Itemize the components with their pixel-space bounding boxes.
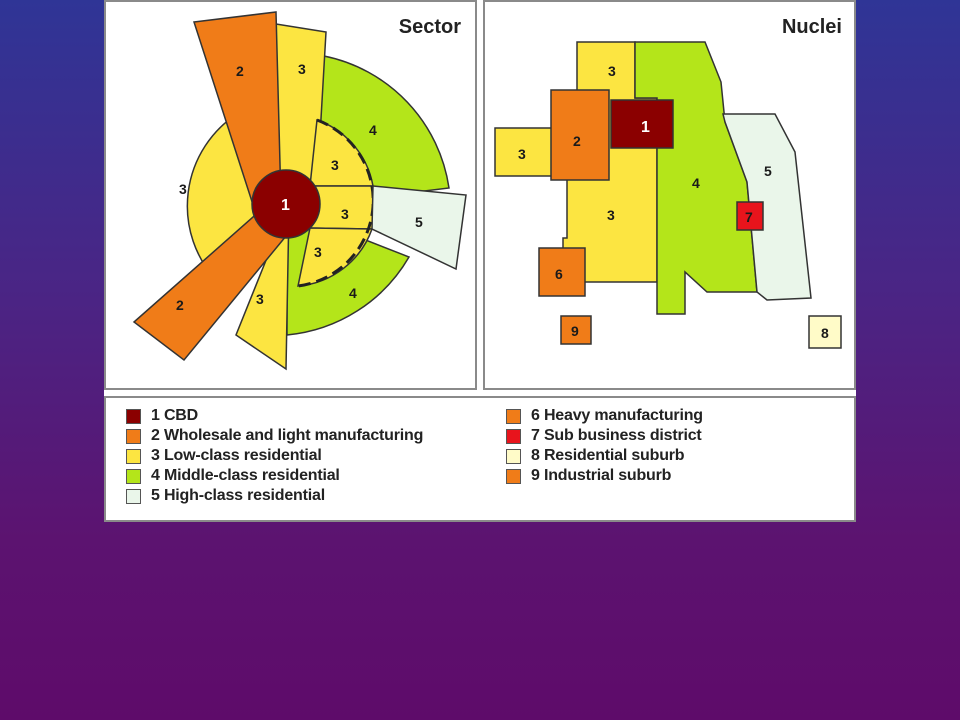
nuclei-label-4: 4 xyxy=(692,175,700,191)
legend-label: 2 Wholesale and light manufacturing xyxy=(151,427,424,444)
nuclei-zone-8-residential-suburb xyxy=(808,315,842,349)
nuclei-zone-1-cbd xyxy=(610,99,674,149)
legend: 1 CBD 2 Wholesale and light manufacturin… xyxy=(104,396,856,522)
legend-swatch xyxy=(126,428,141,444)
legend-label: 6 Heavy manufacturing xyxy=(531,407,703,424)
sector-label-5: 5 xyxy=(415,214,423,230)
legend-swatch xyxy=(506,448,521,464)
sector-label-3-top: 3 xyxy=(298,61,306,77)
nuclei-label-6: 6 xyxy=(555,266,563,282)
legend-swatch xyxy=(506,428,521,444)
nuclei-label-3-main: 3 xyxy=(607,207,615,223)
legend-swatch xyxy=(506,408,521,424)
sector-label-3-inner-lower: 3 xyxy=(314,244,322,260)
nuclei-label-8: 8 xyxy=(821,325,829,341)
sector-label-3-left: 3 xyxy=(179,181,187,197)
legend-column-right: 6 Heavy manufacturing 7 Sub business dis… xyxy=(506,406,703,486)
legend-item: 2 Wholesale and light manufacturing xyxy=(126,426,423,446)
legend-label: 4 Middle-class residential xyxy=(151,467,340,484)
legend-item: 1 CBD xyxy=(126,406,423,426)
legend-label: 1 CBD xyxy=(151,407,199,424)
legend-swatch xyxy=(126,408,141,424)
legend-swatch xyxy=(506,468,521,484)
legend-item: 9 Industrial suburb xyxy=(506,466,703,486)
legend-item: 5 High-class residential xyxy=(126,486,423,506)
legend-label: 5 High-class residential xyxy=(151,487,325,504)
legend-label: 3 Low-class residential xyxy=(151,447,322,464)
sector-label-1: 1 xyxy=(281,197,290,214)
nuclei-zone-2-wholesale xyxy=(550,89,610,181)
sector-label-4-lower: 4 xyxy=(349,285,357,301)
legend-column-left: 1 CBD 2 Wholesale and light manufacturin… xyxy=(126,406,423,506)
sector-label-4-upper: 4 xyxy=(369,122,377,138)
nuclei-title: Nuclei xyxy=(781,16,842,38)
nuclei-zone-6-heavy-manufacturing xyxy=(538,247,586,297)
sector-label-3-inner-upper: 3 xyxy=(331,157,339,173)
sector-label-2-upper: 2 xyxy=(236,63,244,79)
nuclei-label-2: 2 xyxy=(573,133,581,149)
legend-swatch xyxy=(126,448,141,464)
legend-swatch xyxy=(126,488,141,504)
nuclei-zone-3-left xyxy=(494,127,556,177)
legend-label: 9 Industrial suburb xyxy=(531,467,672,484)
legend-item: 8 Residential suburb xyxy=(506,446,703,466)
sector-model-diagram: 1 2 2 3 3 3 3 3 3 4 4 5 xyxy=(132,11,467,371)
nuclei-label-3-top: 3 xyxy=(608,63,616,79)
nuclei-label-5: 5 xyxy=(764,163,772,179)
nuclei-label-7: 7 xyxy=(745,209,753,225)
legend-item: 7 Sub business district xyxy=(506,426,703,446)
nuclei-zone-7-sub-business xyxy=(736,201,764,231)
nuclei-label-9: 9 xyxy=(571,323,579,339)
nuclei-zone-5-high-class xyxy=(722,113,812,301)
nuclei-label-1: 1 xyxy=(641,119,650,136)
sector-label-2-lower: 2 xyxy=(176,297,184,313)
legend-label: 8 Residential suburb xyxy=(531,447,685,464)
nuclei-model-panel: 1 2 3 3 3 4 5 6 7 8 9 Nuclei xyxy=(483,0,856,390)
sector-model-panel: 1 2 2 3 3 3 3 3 3 4 4 5 Sector xyxy=(104,0,477,390)
sector-title: Sector xyxy=(398,16,461,38)
legend-item: 3 Low-class residential xyxy=(126,446,423,466)
legend-label: 7 Sub business district xyxy=(531,427,702,444)
legend-item: 6 Heavy manufacturing xyxy=(506,406,703,426)
legend-item: 4 Middle-class residential xyxy=(126,466,423,486)
nuclei-label-3-left: 3 xyxy=(518,146,526,162)
sector-label-3-inner-mid: 3 xyxy=(341,206,349,222)
sector-zone-1-cbd xyxy=(251,169,321,239)
urban-models-figure: 1 2 2 3 3 3 3 3 3 4 4 5 Sector xyxy=(104,0,856,522)
nuclei-zone-9-industrial-suburb xyxy=(560,315,592,345)
sector-zone-5-high-class xyxy=(371,185,467,271)
legend-swatch xyxy=(126,468,141,484)
sector-label-3-bottom: 3 xyxy=(256,291,264,307)
nuclei-model-diagram: 1 2 3 3 3 4 5 6 7 8 9 xyxy=(494,41,842,349)
